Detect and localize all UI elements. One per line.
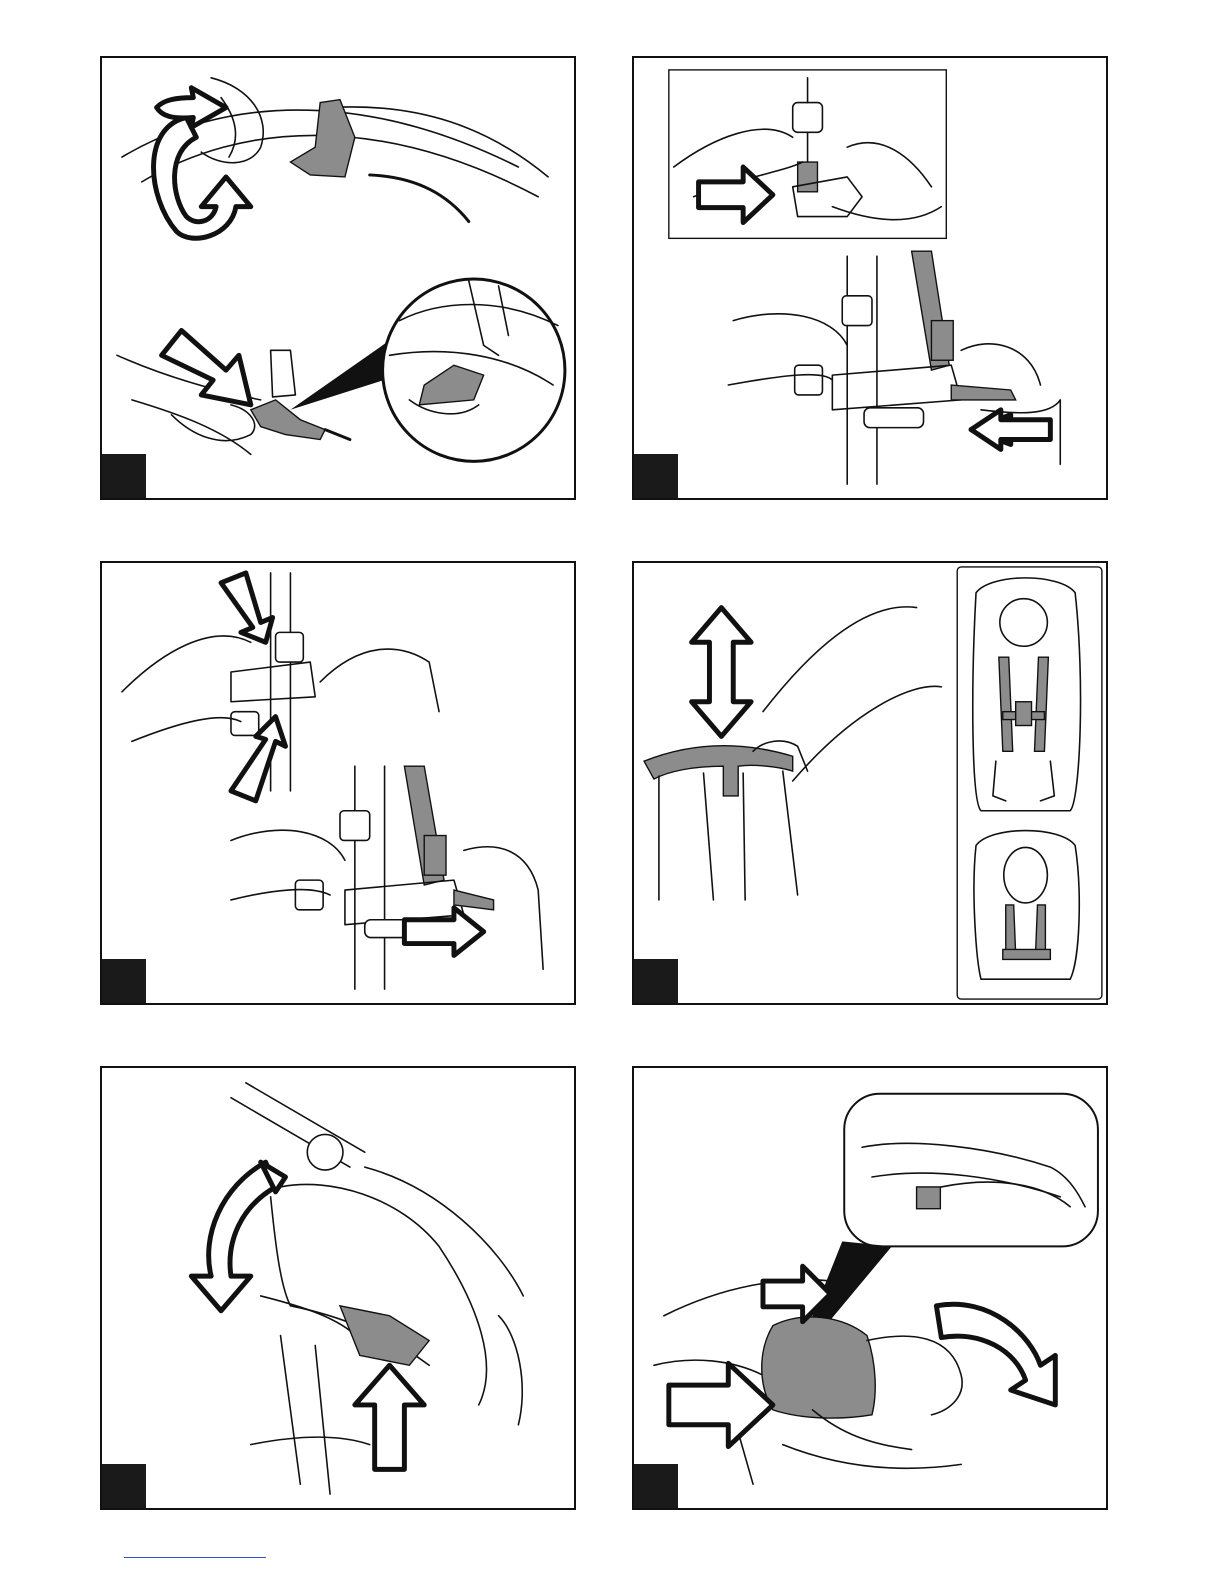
panel-3-illustration <box>102 563 574 1003</box>
push-arrow-icon <box>355 1365 424 1469</box>
instruction-panel-2 <box>632 56 1108 500</box>
footer-rule <box>124 1557 266 1558</box>
step-number-badge <box>102 1464 146 1508</box>
instruction-panel-5 <box>100 1066 576 1510</box>
step-number-badge <box>634 959 678 1003</box>
push-arrow-icon <box>221 573 273 642</box>
inset-detail-box <box>844 1094 1098 1247</box>
instruction-panel-6 <box>632 1066 1108 1510</box>
step-number-badge <box>102 959 146 1003</box>
instruction-panel-4 <box>632 561 1108 1005</box>
panel-6-illustration <box>634 1068 1106 1508</box>
rotate-arrow-icon <box>936 1304 1055 1405</box>
panel-2-illustration <box>634 58 1106 498</box>
panel-1-illustration <box>102 58 574 498</box>
panel-5-illustration <box>102 1068 574 1508</box>
push-arrow-icon <box>669 1363 773 1446</box>
magnifier-callout-icon <box>383 279 565 461</box>
push-arrow-icon <box>404 908 483 956</box>
push-arrow-icon <box>162 331 251 405</box>
instruction-panel-1 <box>100 56 576 500</box>
rotate-arrow-icon <box>191 1162 275 1311</box>
step-number-badge <box>634 454 678 498</box>
up-down-arrow-icon <box>692 608 751 737</box>
instruction-panel-3 <box>100 561 576 1005</box>
step-number-badge <box>102 454 146 498</box>
step-number-badge <box>634 1464 678 1508</box>
panel-4-illustration <box>634 563 1106 1003</box>
